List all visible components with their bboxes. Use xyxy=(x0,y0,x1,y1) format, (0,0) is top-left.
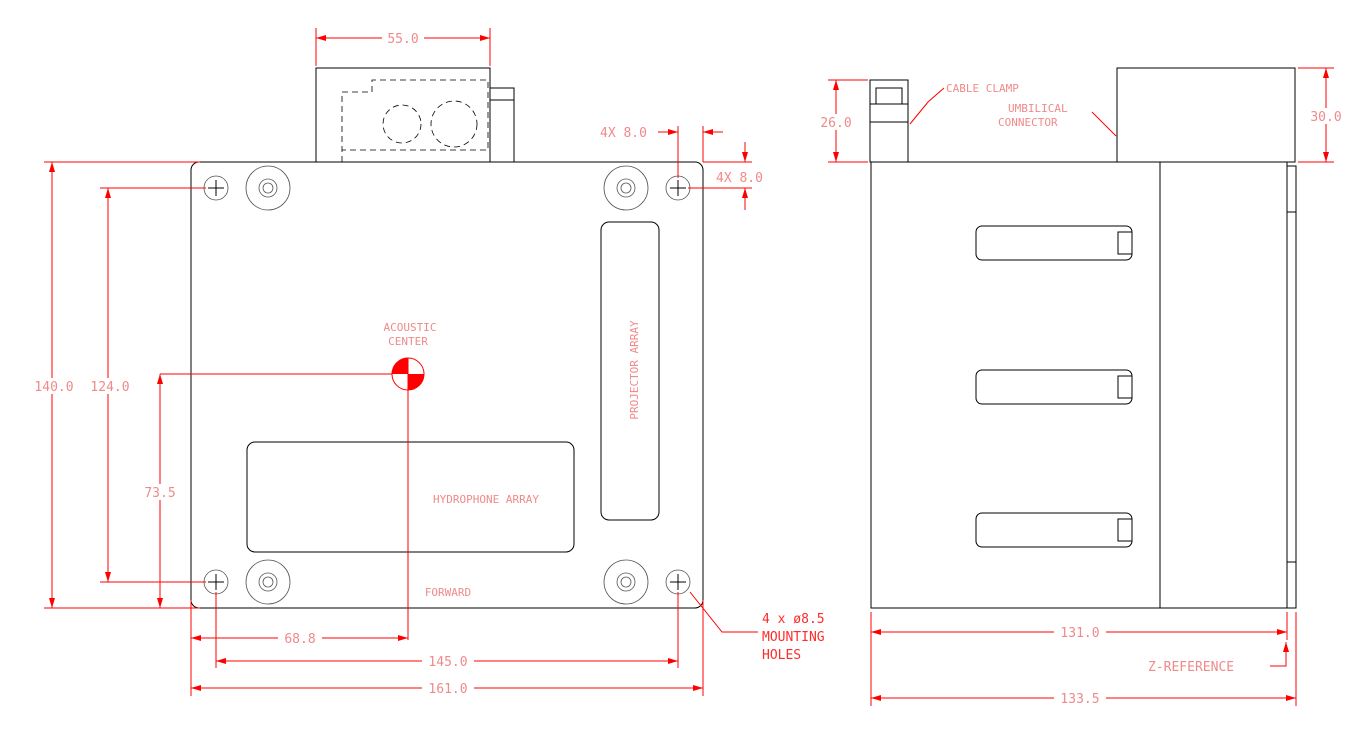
cable-clamp xyxy=(869,79,909,163)
dim-width-holes: 145.0 xyxy=(428,655,467,670)
cable-clamp-label: CABLE CLAMP xyxy=(946,82,1019,95)
mounting-holes-label-2: MOUNTING xyxy=(762,630,825,645)
dim-side-connector-height: 30.0 xyxy=(1310,110,1341,125)
projector-array-outline xyxy=(600,221,660,521)
hydrophone-array-label: HYDROPHONE ARRAY xyxy=(433,493,539,506)
dim-side-clamp-height: 26.0 xyxy=(820,116,851,131)
z-reference-label: Z-REFERENCE xyxy=(1148,660,1234,675)
side-slot xyxy=(975,512,1133,548)
mounting-hole xyxy=(203,175,229,201)
acoustic-center-label-2: CENTER xyxy=(388,335,428,348)
mounting-holes-label-1: 4 x ø8.5 xyxy=(762,612,825,627)
umbilical-label-2: CONNECTOR xyxy=(998,116,1058,129)
side-body-outline xyxy=(870,161,1288,609)
dim-side-depth-inner: 131.0 xyxy=(1060,626,1099,641)
side-slot xyxy=(975,225,1133,261)
hydrophone-array-outline xyxy=(246,441,575,553)
projector-array-label: PROJECTOR ARRAY xyxy=(628,320,641,420)
umbilical-connector-block xyxy=(1116,67,1296,163)
mounting-hole xyxy=(665,569,691,595)
dim-width-total: 161.0 xyxy=(428,682,467,697)
screw xyxy=(603,559,649,605)
front-view: 55.0 140.0 124.0 73.5 68.8 145.0 161.0 4… xyxy=(30,28,825,697)
screw xyxy=(603,165,649,211)
top-connector-block xyxy=(315,67,515,163)
screw xyxy=(245,559,291,605)
screw xyxy=(245,165,291,211)
dim-hole-offset-x: 4X 8.0 xyxy=(600,126,647,141)
forward-label: FORWARD xyxy=(425,586,471,599)
side-view: 26.0 30.0 131.0 133.5 CABLE CLAMP UMBILI… xyxy=(816,67,1348,707)
dim-center-x: 68.8 xyxy=(284,632,315,647)
dim-height-total: 140.0 xyxy=(34,380,73,395)
acoustic-center-label-1: ACOUSTIC xyxy=(384,321,437,334)
dim-height-center: 73.5 xyxy=(144,486,175,501)
dim-side-depth-total: 133.5 xyxy=(1060,692,1099,707)
dim-hole-offset-y: 4X 8.0 xyxy=(716,171,763,186)
front-body-outline xyxy=(190,161,704,609)
mounting-hole xyxy=(665,175,691,201)
mounting-hole xyxy=(203,569,229,595)
side-slot xyxy=(975,369,1133,405)
dim-height-holes: 124.0 xyxy=(90,380,129,395)
umbilical-label-1: UMBILICAL xyxy=(1008,102,1068,115)
dim-top-width: 55.0 xyxy=(387,32,418,47)
mounting-holes-label-3: HOLES xyxy=(762,648,801,663)
